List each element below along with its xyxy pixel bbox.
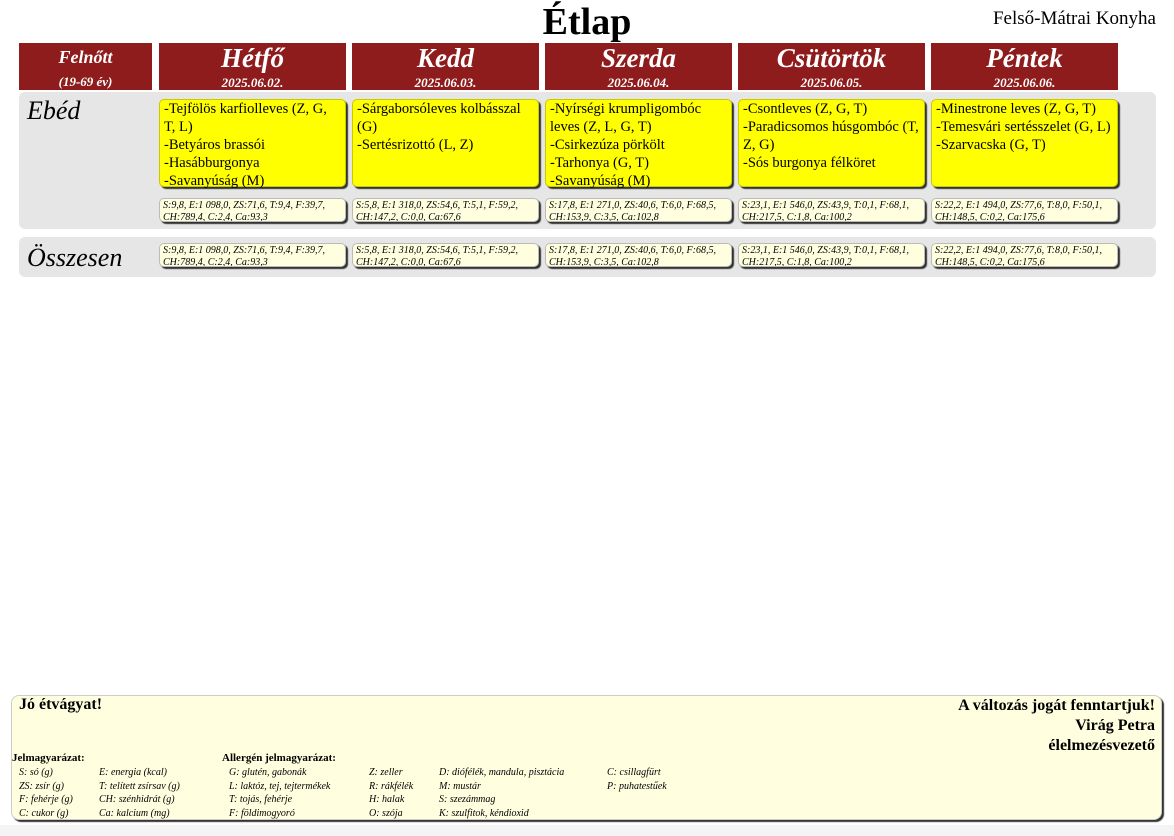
day-header-tuesday: Kedd 2025.06.03. xyxy=(352,43,539,90)
legend-column-1: S: só (g) ZS: zsír (g) F: fehérje (g) C:… xyxy=(19,766,73,820)
day-header-monday: Hétfő 2025.06.02. xyxy=(159,43,346,90)
legend-entry: ZS: zsír (g) xyxy=(19,780,65,792)
legend-entry: CH: szénhidrát (g) xyxy=(99,794,175,805)
total-nutrition-tuesday: S:5,8, E:1 318,0, ZS:54,6, T:5,1, F:59,2… xyxy=(352,243,539,267)
menu-item: -Nyírségi krumpligombóc leves (Z, L, G, … xyxy=(550,101,702,135)
meal-label: Ebéd xyxy=(27,96,81,125)
menu-item: -Paradicsomos húsgombóc (T, Z, G) xyxy=(743,119,919,153)
nutrition-wednesday: S:17,8, E:1 271,0, ZS:40,6, T:6,0, F:68,… xyxy=(545,198,732,222)
legend-entry: C: cukor (g) xyxy=(19,807,69,819)
day-header-thursday: Csütörtök 2025.06.05. xyxy=(738,43,925,90)
menu-item: -Sárgaborsóleves kolbásszal (G) xyxy=(357,101,521,135)
legend-column-2: E: energia (kcal) T: telített zsírsav (g… xyxy=(99,766,180,820)
signer-name: Virág Petra xyxy=(1075,717,1155,734)
legend-entry: E: energia (kcal) xyxy=(99,767,167,778)
menu-item: -Sertésrizottó (L, Z) xyxy=(357,137,474,153)
meal-card-friday: -Minestrone leves (Z, G, T) -Temesvári s… xyxy=(931,99,1118,187)
kitchen-name: Felső-Mátrai Konyha xyxy=(992,8,1156,29)
meal-card-thursday: -Csontleves (Z, G, T) -Paradicsomos húsg… xyxy=(738,99,925,187)
day-date: 2025.06.05. xyxy=(800,75,863,90)
footer-panel: Jó étvágyat! A változás jogát fenntartju… xyxy=(11,695,1162,820)
day-date: 2025.06.04. xyxy=(607,75,670,90)
bon-appetit: Jó étvágyat! xyxy=(19,696,103,713)
menu-item: -Szarvacska (G, T) xyxy=(936,137,1046,153)
menu-item: -Savanyúság (M) xyxy=(164,173,265,189)
totals-label: Összesen xyxy=(27,243,123,272)
signer-role: élelmezésvezető xyxy=(1048,737,1155,754)
day-header-friday: Péntek 2025.06.06. xyxy=(931,43,1118,90)
allergen-entry: L: laktóz, tej, tejtermékek xyxy=(229,780,331,792)
allergen-entry: H: halak xyxy=(369,794,405,805)
day-date: 2025.06.03. xyxy=(414,75,477,90)
total-nutrition-wednesday: S:17,8, E:1 271,0, ZS:40,6, T:6,0, F:68,… xyxy=(545,243,732,267)
allergen-entry: M: mustár xyxy=(439,780,481,792)
allergen-column-2: Z: zeller R: rákfélék H: halak O: szója xyxy=(369,766,413,820)
allergen-entry: S: szezámmag xyxy=(439,794,496,805)
allergen-entry: R: rákfélék xyxy=(369,780,414,792)
menu-item: -Hasábburgonya xyxy=(164,155,260,171)
group-age: (19-69 év) xyxy=(58,74,113,89)
allergen-entry: P: puhatestűek xyxy=(607,780,667,792)
total-nutrition-friday: S:22,2, E:1 494,0, ZS:77,6, T:8,0, F:50,… xyxy=(931,243,1118,267)
group-header: Felnőtt (19-69 év) xyxy=(19,43,152,90)
legend-entry: S: só (g) xyxy=(19,767,53,778)
menu-item: -Savanyúság (M) xyxy=(550,173,651,189)
menu-item: -Tejfölös karfiolleves (Z, G, T, L) xyxy=(164,101,327,135)
day-header-wednesday: Szerda 2025.06.04. xyxy=(545,43,732,90)
nutrition-tuesday: S:5,8, E:1 318,0, ZS:54,6, T:5,1, F:59,2… xyxy=(352,198,539,222)
reserve-note: A változás jogát fenntartjuk! xyxy=(958,697,1155,714)
day-name: Hétfő xyxy=(221,43,284,73)
allergen-entry: C: csillagfürt xyxy=(607,767,661,778)
footer-signature: A változás jogát fenntartjuk! Virág Petr… xyxy=(958,696,1155,756)
allergen-entry: T: tojás, fehérje xyxy=(229,794,293,805)
allergen-entry: O: szója xyxy=(369,807,403,819)
legend-entry: F: fehérje (g) xyxy=(19,794,73,805)
allergen-entry: G: glutén, gabonák xyxy=(229,767,307,778)
menu-item: -Sós burgonya félköret xyxy=(743,155,876,171)
legend-entry: Ca: kalcium (mg) xyxy=(99,807,170,819)
allergen-entry: K: szulfitok, kéndioxid xyxy=(439,807,529,819)
legend-entry: T: telített zsírsav (g) xyxy=(99,780,180,792)
allergen-entry: Z: zeller xyxy=(369,767,403,778)
nutrition-thursday: S:23,1, E:1 546,0, ZS:43,9, T:0,1, F:68,… xyxy=(738,198,925,222)
meal-card-tuesday: -Sárgaborsóleves kolbásszal (G) -Sertésr… xyxy=(352,99,539,187)
menu-item: -Tarhonya (G, T) xyxy=(550,155,649,171)
menu-item: -Csirkezúza pörkölt xyxy=(550,137,665,153)
menu-item: -Temesvári sertésszelet (G, L) xyxy=(936,119,1111,135)
allergen-entry: D: diófélék, mandula, pisztácia xyxy=(439,767,565,778)
allergen-column-3: D: diófélék, mandula, pisztácia M: mustá… xyxy=(439,766,564,820)
page-title: Étlap xyxy=(542,1,632,43)
nutrition-monday: S:9,8, E:1 098,0, ZS:71,6, T:9,4, F:39,7… xyxy=(159,198,346,222)
total-nutrition-thursday: S:23,1, E:1 546,0, ZS:43,9, T:0,1, F:68,… xyxy=(738,243,925,267)
allergen-legend-title: Allergén jelmagyarázat: xyxy=(222,752,336,764)
meal-card-wednesday: -Nyírségi krumpligombóc leves (Z, L, G, … xyxy=(545,99,732,189)
day-name: Szerda xyxy=(600,43,676,73)
nutrition-friday: S:22,2, E:1 494,0, ZS:77,6, T:8,0, F:50,… xyxy=(931,198,1118,222)
legend-title: Jelmagyarázat: xyxy=(12,752,85,764)
menu-item: -Minestrone leves (Z, G, T) xyxy=(936,101,1096,117)
day-name: Kedd xyxy=(417,43,474,73)
total-nutrition-monday: S:9,8, E:1 098,0, ZS:71,6, T:9,4, F:39,7… xyxy=(159,243,346,267)
day-name: Péntek xyxy=(986,43,1063,73)
menu-item: -Betyáros brassói xyxy=(164,137,266,153)
menu-item: -Csontleves (Z, G, T) xyxy=(743,101,868,117)
group-name: Felnőtt xyxy=(58,47,113,67)
meal-card-monday: -Tejfölös karfiolleves (Z, G, T, L) -Bet… xyxy=(159,99,346,189)
day-name: Csütörtök xyxy=(776,43,887,73)
day-date: 2025.06.06. xyxy=(993,75,1056,90)
allergen-column-4: C: csillagfürt P: puhatestűek xyxy=(607,766,667,793)
allergen-column-1: G: glutén, gabonák L: laktóz, tej, tejte… xyxy=(229,766,330,820)
allergen-entry: F: földimogyoró xyxy=(229,807,295,819)
day-date: 2025.06.02. xyxy=(221,75,284,90)
